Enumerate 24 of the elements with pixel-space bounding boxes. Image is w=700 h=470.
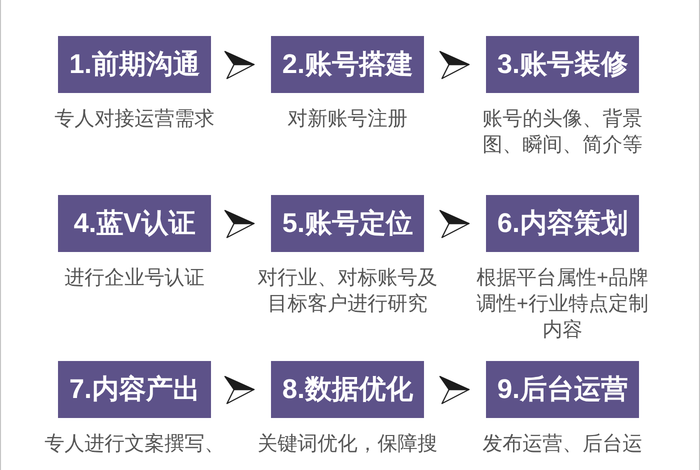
step-box: 2.账号搭建	[271, 36, 424, 93]
step-box: 9.后台运营	[486, 361, 639, 418]
step-description: 专人对接运营需求	[54, 107, 216, 132]
arrow	[224, 376, 255, 404]
step-box: 3.账号装修	[486, 36, 639, 93]
step-box: 6.内容策划	[486, 195, 639, 252]
step-description: 对新账号注册	[286, 107, 408, 132]
step-box: 4.蓝V认证	[58, 195, 211, 252]
step-description: 专人进行文案撰写、	[44, 432, 226, 457]
step-description: 根据平台属性+品牌调性+行业特点定制内容	[476, 266, 650, 343]
arrow	[439, 50, 470, 80]
arrow	[224, 50, 255, 80]
step-description: 关键词优化，保障搜	[256, 432, 438, 457]
step-box: 8.数据优化	[271, 361, 424, 418]
step-description: 对行业、对标账号及目标客户进行研究	[256, 266, 438, 317]
step-description: 账号的头像、背景图、瞬间、简介等	[482, 107, 644, 158]
step-box: 1.前期沟通	[58, 36, 211, 93]
step-box: 5.账号定位	[271, 195, 424, 252]
arrow	[224, 210, 255, 238]
step-description: 进行企业号认证	[64, 266, 206, 291]
step-box: 7.内容产出	[58, 361, 211, 418]
arrow	[439, 376, 470, 404]
arrow	[439, 210, 470, 238]
step-description: 发布运营、后台运	[482, 432, 644, 457]
